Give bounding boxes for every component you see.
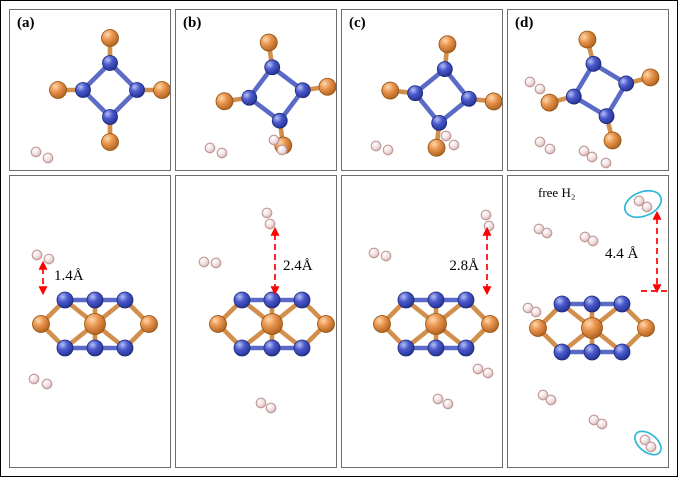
cluster-top-view [50,30,171,151]
cluster-side-view [210,292,335,356]
cluster-side-view [530,296,655,360]
distance-label-a: 1.4Å [54,268,84,284]
free-h2-highlight-ellipse [634,430,662,456]
h2-molecule [522,302,542,318]
cluster-top-view [527,17,668,164]
h2-molecule [261,207,276,230]
panel-d-top-structure [508,10,668,169]
distance-label-d: 4.4 Å [605,246,639,262]
h2-molecule [579,231,599,247]
h2-molecule [588,414,608,430]
cluster-side-view [374,292,499,356]
panel-c-bottom: 2.8Å [341,175,503,468]
h2-molecule [472,363,494,379]
hydrogen-atom [600,157,612,169]
distance-label-b: 2.4Å [283,258,313,274]
panel-c-side-structure: 2.8Å [368,209,502,410]
h2-molecule [524,76,546,95]
cluster-top-view [376,30,502,163]
h2-molecule [368,247,392,262]
panel-label-a: (a) [17,15,35,31]
cluster-side-view [33,292,158,356]
panel-d-top: (d) [507,9,669,171]
panel-b-side-structure: 2.4Å [198,207,336,414]
panel-a-bottom: 1.4Å [9,175,171,468]
panel-d-side-structure: free H₂ 4.4 Å [522,185,668,456]
panel-c-top: (c) [341,9,503,171]
h2-molecule [534,136,556,155]
panel-b-top: (b) [175,9,337,171]
panel-label-c: (c) [349,15,366,31]
panel-c-top-structure [370,10,502,170]
panel-a-side-structure: 1.4Å [28,249,170,390]
free-h2-highlight-ellipse [623,189,663,219]
panel-label-b: (b) [183,15,202,31]
distance-label-c: 2.8Å [449,258,479,274]
panel-b-bottom: 2.4Å [175,175,337,468]
h2-molecule [204,142,228,159]
h2-molecule [480,209,495,232]
h2-molecule [432,393,454,410]
panel-a-top-structure [30,10,171,164]
h2-molecule [198,256,222,269]
h2-molecule [578,145,598,163]
h2-molecule [537,389,557,406]
h2-molecule [370,140,394,156]
h2-molecule [31,249,55,265]
panel-label-d: (d) [515,15,534,31]
panel-b-top-structure [204,10,336,170]
h2-molecule [533,223,553,239]
free-h2-molecule-top [633,195,653,213]
free-h2-label: free H₂ [538,185,575,200]
panel-d-bottom: free H₂ 4.4 Å [507,175,669,468]
h2-molecule [28,373,53,390]
h2-molecule [30,146,54,164]
h2-molecule [255,397,277,414]
panel-a-top: (a) [9,9,171,171]
